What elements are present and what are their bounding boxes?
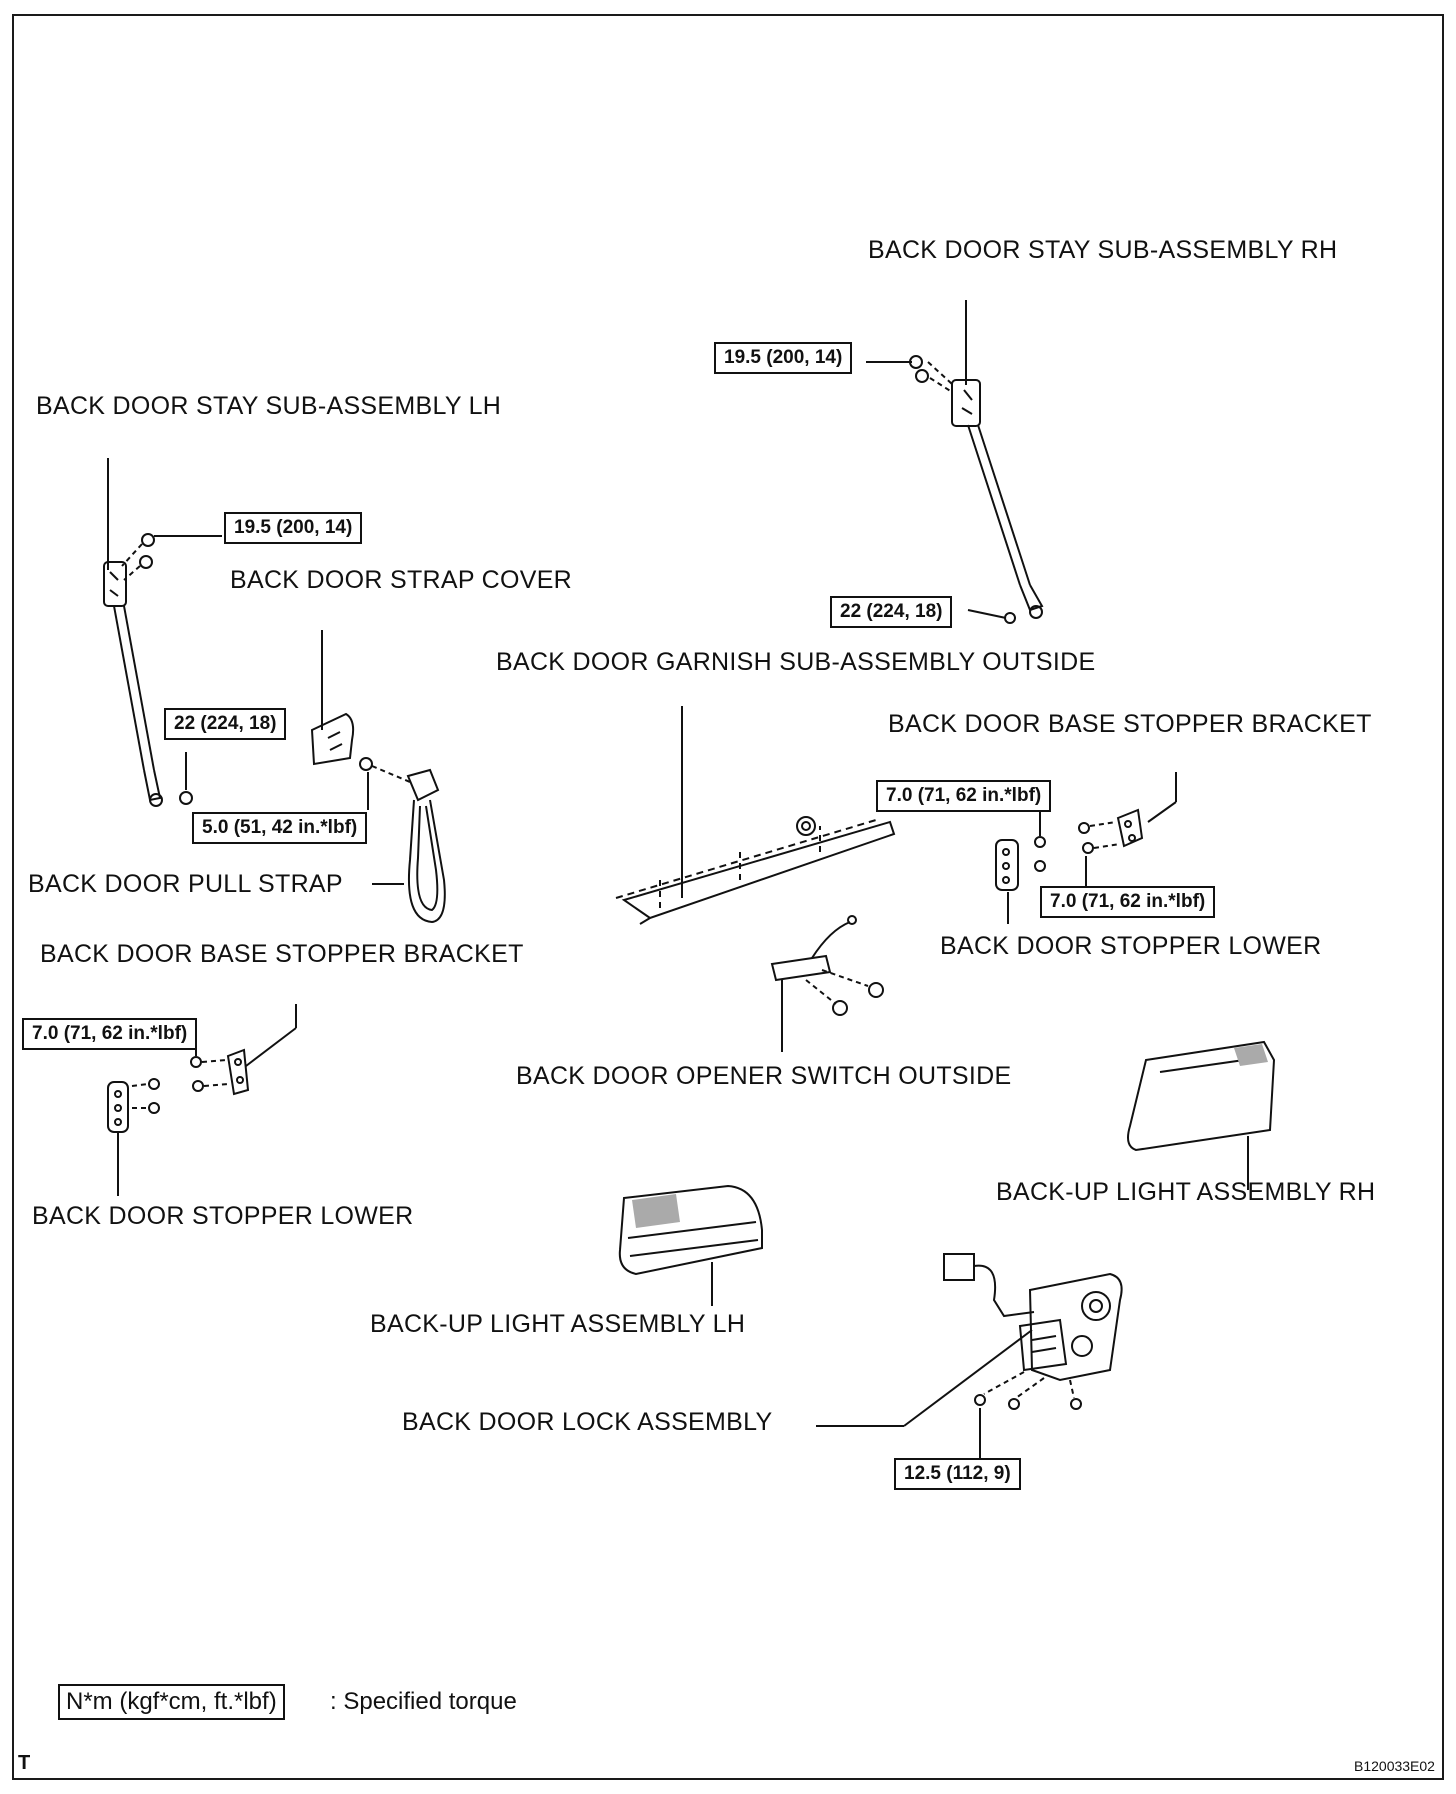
backup-light-rh-part <box>1127 1040 1276 1190</box>
label-stopper-lower-left: BACK DOOR STOPPER LOWER <box>32 1202 414 1230</box>
label-lock-assembly: BACK DOOR LOCK ASSEMBLY <box>402 1408 773 1436</box>
label-pull-strap: BACK DOOR PULL STRAP <box>28 870 343 898</box>
label-base-bracket-left: BACK DOOR BASE STOPPER BRACKET <box>40 940 524 968</box>
backup-light-lh-part <box>618 1184 763 1306</box>
label-stopper-lower-right: BACK DOOR STOPPER LOWER <box>940 932 1322 960</box>
legend-torque-text: : Specified torque <box>330 1688 517 1715</box>
diagram-frame <box>12 14 1444 1780</box>
pull-strap-part <box>359 757 446 924</box>
label-base-bracket-right: BACK DOOR BASE STOPPER BRACKET <box>888 710 1372 738</box>
torque-rh-upper: 19.5 (200, 14) <box>714 342 853 374</box>
torque-rh-lower: 22 (224, 18) <box>830 596 953 628</box>
torque-lock: 12.5 (112, 9) <box>894 1458 1021 1490</box>
torque-pull-strap: 5.0 (51, 42 in.*lbf) <box>192 812 368 844</box>
label-backup-lh: BACK-UP LIGHT ASSEMBLY LH <box>370 1310 746 1338</box>
lock-assembly-part <box>816 1253 1123 1458</box>
torque-left-bracket: 7.0 (71, 62 in.*lbf) <box>22 1018 198 1050</box>
figure-code: B120033E02 <box>1354 1758 1435 1774</box>
label-strap-cover: BACK DOOR STRAP COVER <box>230 566 573 594</box>
torque-lh-upper: 19.5 (200, 14) <box>224 512 363 544</box>
torque-right-bracket-upper: 7.0 (71, 62 in.*lbf) <box>876 780 1052 812</box>
opener-switch-part <box>770 915 884 1052</box>
label-backup-rh: BACK-UP LIGHT ASSEMBLY RH <box>996 1178 1376 1206</box>
torque-lh-lower: 22 (224, 18) <box>164 708 287 740</box>
label-garnish: BACK DOOR GARNISH SUB-ASSEMBLY OUTSIDE <box>496 648 1096 676</box>
label-stay-rh: BACK DOOR STAY SUB-ASSEMBLY RH <box>868 236 1338 264</box>
strap-cover-part <box>310 630 355 766</box>
stay-rh-part <box>866 300 1044 624</box>
garnish-part <box>615 706 896 925</box>
label-stay-lh: BACK DOOR STAY SUB-ASSEMBLY LH <box>36 392 502 420</box>
right-bracket-part <box>995 772 1177 924</box>
corner-mark: T <box>18 1752 31 1774</box>
left-bracket-part <box>107 1004 297 1196</box>
legend-torque-unit-box: N*m (kgf*cm, ft.*lbf) <box>58 1684 285 1720</box>
stay-lh-part <box>103 458 222 807</box>
label-opener-switch: BACK DOOR OPENER SWITCH OUTSIDE <box>516 1062 1012 1090</box>
torque-right-bracket-lower: 7.0 (71, 62 in.*lbf) <box>1040 886 1216 918</box>
